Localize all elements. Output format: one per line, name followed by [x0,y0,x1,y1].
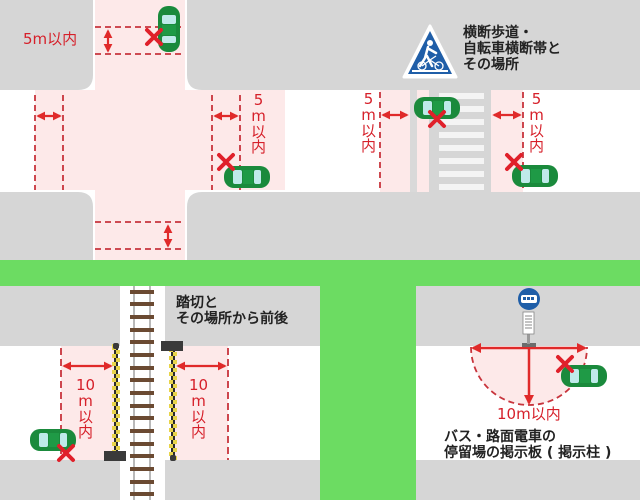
distance-label-crosswalk-right: 5 m 以 内 [529,90,545,156]
bus-stop-panel [416,286,640,500]
car-icon [414,97,460,119]
bus-stop-caption: バス・路面電車の 停留場の掲示板 ( 掲示柱 ) [444,429,612,462]
railroad-caption: 踏切と その場所から前後 [176,295,288,328]
distance-label-bus-stop: 10m以内 [497,405,561,423]
bus-stop-sign-icon [518,288,540,347]
distance-arrows [36,29,239,248]
sidewalk-top-left [0,0,93,90]
railway-track [130,286,154,500]
crosswalk-stripes [439,93,484,190]
pedestrian-bicycle-crossing-sign-icon [402,24,458,79]
sidewalk-bottom-right [187,192,320,260]
sidewalk-top [320,0,640,90]
railroad-panel [0,286,320,500]
crosswalk-panel [320,0,640,260]
sidewalk-bottom-left [0,192,93,260]
railroad-gate-left [104,343,126,461]
crosswalk-caption: 横断歩道・ 自転車横断帯と その場所 [463,25,561,74]
intersection-panel [0,0,320,260]
divider-vertical [320,286,416,500]
distance-label-crosswalk-left: 5 m 以 内 [361,90,377,156]
sidewalk-bottom [320,192,640,260]
divider-horizontal [0,260,640,286]
railroad-gate-right [161,341,183,461]
sidewalk-top-right [187,0,320,90]
distance-label-intersection-right: 5 m 以 内 [251,91,267,157]
distance-label-railroad-left: 10 m 以 内 [76,376,96,442]
distance-label-intersection-top: 5m以内 [23,30,78,48]
distance-label-railroad-right: 10 m 以 内 [189,376,209,442]
